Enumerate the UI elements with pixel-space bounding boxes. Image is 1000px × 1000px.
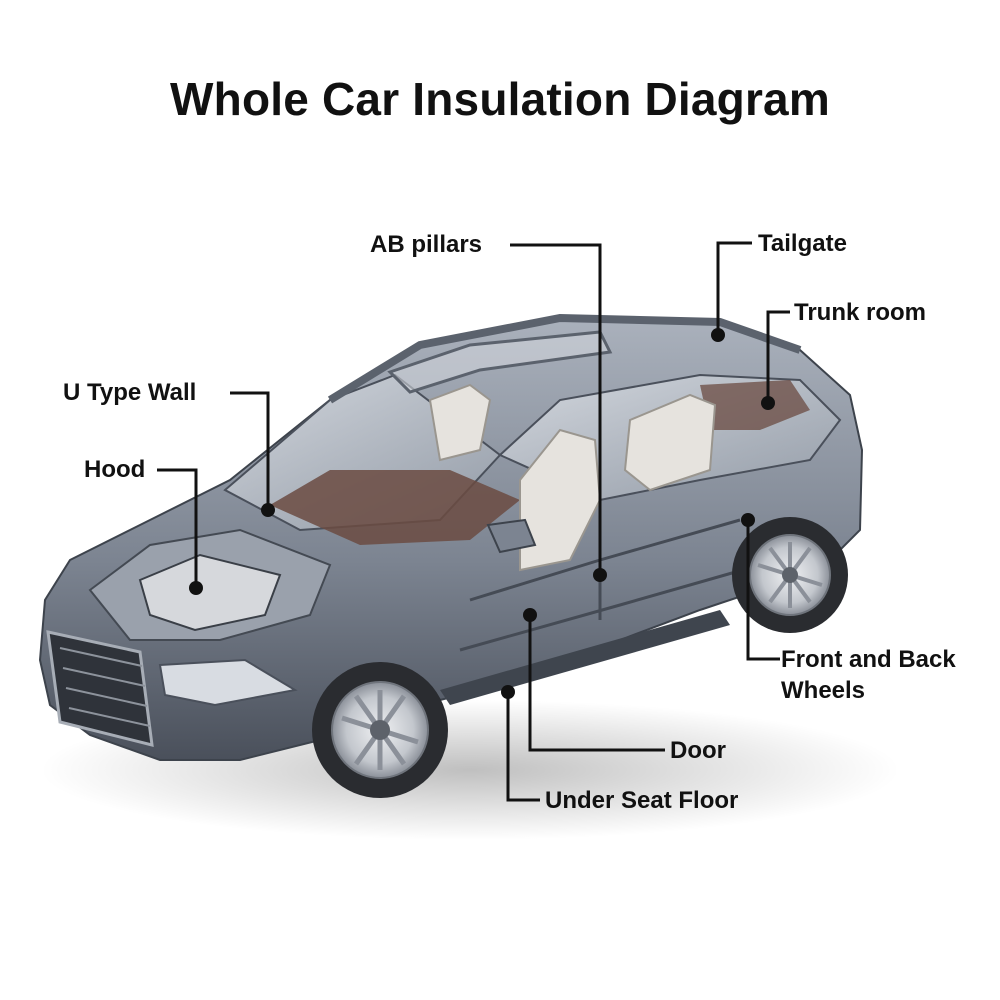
side-mirror <box>486 518 537 554</box>
label-wheels-line1: Front and Back <box>781 646 956 673</box>
interior-floor <box>270 470 520 545</box>
leader-dots <box>189 328 775 699</box>
side-sill <box>440 610 730 705</box>
leader-lines <box>157 241 790 802</box>
rear-seat <box>623 393 717 492</box>
page-title: Whole Car Insulation Diagram <box>170 73 830 125</box>
label-under-seat-floor: Under Seat Floor <box>545 787 739 814</box>
label-hood: Hood <box>84 456 146 483</box>
dot-tailgate <box>711 328 725 342</box>
leader-ab-pillars <box>510 243 602 575</box>
dot-trunk-room <box>761 396 775 410</box>
roof-frame <box>327 313 802 404</box>
leader-hood <box>157 468 198 588</box>
label-tailgate: Tailgate <box>758 230 847 257</box>
leader-wheels <box>746 520 780 661</box>
leader-tailgate <box>716 241 752 335</box>
headlight <box>158 658 298 707</box>
dot-wheels <box>741 513 755 527</box>
front-seat-left <box>428 383 492 462</box>
dot-ab-pillars <box>593 568 607 582</box>
engine-cover <box>138 553 282 632</box>
label-trunk-room: Trunk room <box>794 299 927 326</box>
label-ab-pillars: AB pillars <box>370 231 483 258</box>
dot-u-type-wall <box>261 503 275 517</box>
leader-under-seat <box>506 692 540 802</box>
dot-hood <box>189 581 203 595</box>
dot-under-seat <box>501 685 515 699</box>
leader-trunk-room <box>766 310 790 403</box>
label-wheels-line2: Wheels <box>781 677 866 704</box>
sunroof <box>387 330 613 394</box>
dot-door <box>523 608 537 622</box>
grille <box>46 630 154 747</box>
label-u-type-wall: U Type Wall <box>63 379 197 406</box>
leader-door <box>528 615 665 752</box>
label-door: Door <box>670 737 726 764</box>
leader-u-type-wall <box>230 391 270 510</box>
trunk-interior <box>700 380 810 430</box>
